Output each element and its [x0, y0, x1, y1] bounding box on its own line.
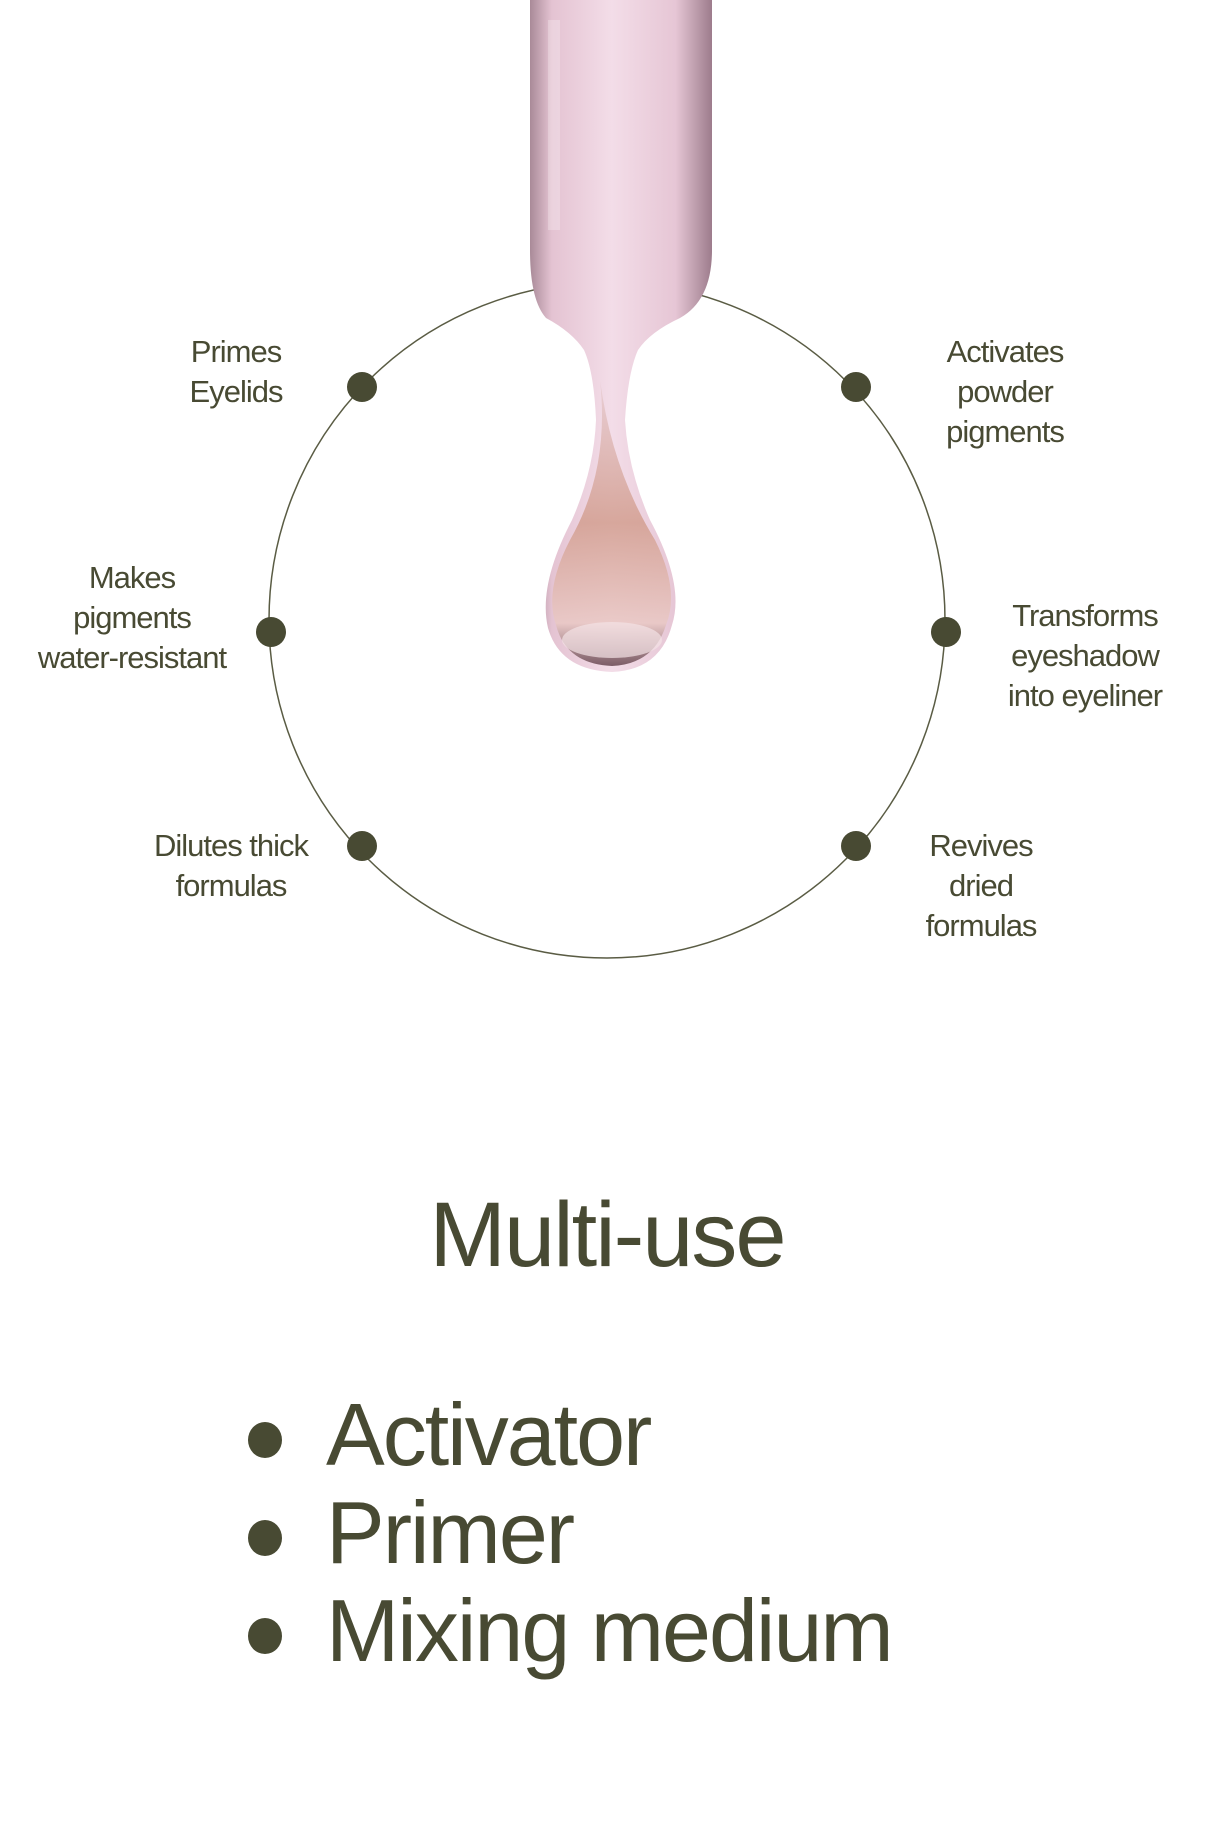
bullet-dot-icon [248, 1618, 282, 1654]
use-item-mixing-medium: Mixing medium [244, 1582, 894, 1680]
bullet-dot-icon [248, 1422, 282, 1458]
benefit-label-dilutes: Dilutes thick formulas [153, 828, 309, 903]
benefit-label-activates-pigments: Activates powder pigments [946, 334, 1065, 449]
section-heading: Multi-use [429, 1184, 786, 1286]
dot-mid-left [256, 617, 286, 647]
dot-top-left [347, 372, 377, 402]
benefit-label-eyeliner: Transforms eyeshadow into eyeliner [1007, 598, 1163, 713]
benefit-dots [256, 372, 961, 861]
dot-bottom-right [841, 831, 871, 861]
uses-list: Activator Primer Mixing medium [244, 1386, 894, 1680]
dot-bottom-left [347, 831, 377, 861]
benefit-label-revives: Revives dried formulas [925, 828, 1038, 943]
dot-mid-right [931, 617, 961, 647]
benefits-ring [256, 0, 961, 959]
pipette-dropper-icon [530, 0, 712, 672]
bullet-dot-icon [248, 1520, 282, 1556]
benefit-label-primes-eyelids: Primes Eyelids [189, 334, 284, 409]
use-item-activator: Activator [244, 1386, 892, 1484]
dot-top-right [841, 372, 871, 402]
use-item-primer: Primer [244, 1484, 892, 1582]
benefit-label-water-resistant: Makes pigments water-resistant [37, 560, 227, 675]
